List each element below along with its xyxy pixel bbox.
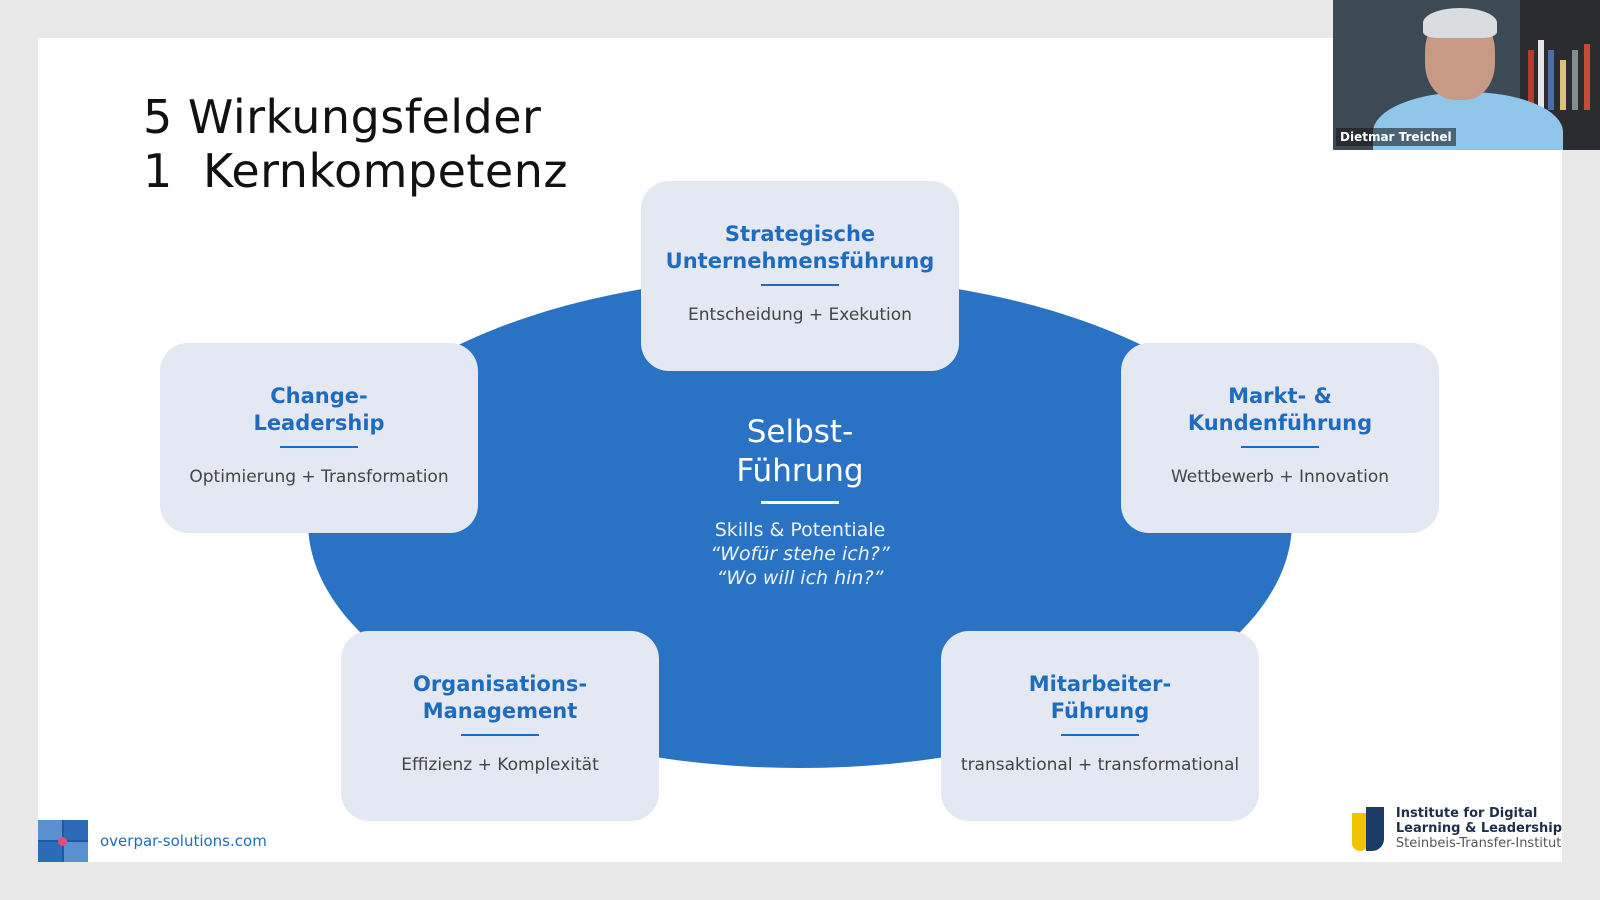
card-title-line-1: Strategische xyxy=(724,222,876,246)
card-title-line-1: Change- xyxy=(270,384,368,408)
slide-title-line-1: 5 Wirkungsfelder xyxy=(143,90,542,144)
card-change-leadership: Change- Leadership Optimierung + Transfo… xyxy=(160,343,478,533)
center-title-line-1: Selbst- xyxy=(746,414,854,450)
card-title: Markt- & Kundenführung xyxy=(1121,383,1439,437)
footer-overpar: overpar-solutions.com xyxy=(38,820,267,862)
card-market-customer: Markt- & Kundenführung Wettbewerb + Inno… xyxy=(1121,343,1439,533)
card-divider xyxy=(1061,734,1139,736)
slide-title: 5 Wirkungsfelder 1 Kernkompetenz xyxy=(143,90,568,198)
card-divider xyxy=(761,284,839,286)
center-core-competence: Selbst- Führung Skills & Potentiale “Wof… xyxy=(638,413,962,590)
card-title: Strategische Unternehmensführung xyxy=(641,221,959,275)
card-title-line-1: Mitarbeiter- xyxy=(1028,672,1172,696)
card-title-line-2: Kundenführung xyxy=(1187,411,1373,435)
card-title-line-1: Organisations- xyxy=(412,672,588,696)
card-subtitle: Effizienz + Komplexität xyxy=(401,755,599,775)
institute-logo-icon xyxy=(1351,806,1386,851)
center-divider xyxy=(761,501,839,504)
institute-line-1: Institute for Digital xyxy=(1395,806,1538,821)
website-link[interactable]: overpar-solutions.com xyxy=(100,832,267,850)
center-title-line-2: Führung xyxy=(736,453,864,489)
card-title: Change- Leadership xyxy=(160,383,478,437)
card-divider xyxy=(280,446,358,448)
card-divider xyxy=(1241,446,1319,448)
card-title-line-2: Leadership xyxy=(253,411,385,435)
card-subtitle: Optimierung + Transformation xyxy=(189,467,449,487)
participant-video-tile[interactable]: Dietmar Treichel xyxy=(1333,0,1600,150)
card-employee-leadership: Mitarbeiter- Führung transaktional + tra… xyxy=(941,631,1259,821)
card-strategic-management: Strategische Unternehmensführung Entsche… xyxy=(641,181,959,371)
card-organisation-management: Organisations- Management Effizienz + Ko… xyxy=(341,631,659,821)
center-question-1: “Wofür stehe ich?” xyxy=(710,543,890,565)
presentation-slide: 5 Wirkungsfelder 1 Kernkompetenz Selbst-… xyxy=(38,38,1562,862)
footer-institute: Institute for Digital Learning & Leaders… xyxy=(1351,806,1562,851)
card-subtitle: Entscheidung + Exekution xyxy=(688,305,912,325)
card-title: Organisations- Management xyxy=(341,671,659,725)
card-title-line-2: Führung xyxy=(1050,699,1150,723)
card-title-line-2: Management xyxy=(422,699,578,723)
card-subtitle: Wettbewerb + Innovation xyxy=(1170,467,1390,487)
card-title-line-2: Unternehmensführung xyxy=(665,249,935,273)
card-divider xyxy=(461,734,539,736)
center-question-2: “Wo will ich hin?” xyxy=(716,567,884,589)
overpar-logo-icon xyxy=(38,820,88,862)
card-title-line-1: Markt- & xyxy=(1228,384,1332,408)
institute-text: Institute for Digital Learning & Leaders… xyxy=(1396,806,1562,851)
institute-line-3: Steinbeis-Transfer-Institut xyxy=(1395,836,1562,851)
center-subtitle: Skills & Potentiale xyxy=(714,519,886,541)
card-title: Mitarbeiter- Führung xyxy=(941,671,1259,725)
center-title: Selbst- Führung xyxy=(638,413,962,491)
institute-line-2: Learning & Leadership xyxy=(1395,821,1562,836)
slide-title-line-2: 1 Kernkompetenz xyxy=(143,144,569,198)
card-subtitle: transaktional + transformational xyxy=(960,755,1240,775)
participant-hair xyxy=(1423,8,1497,38)
participant-name-label: Dietmar Treichel xyxy=(1336,128,1456,146)
